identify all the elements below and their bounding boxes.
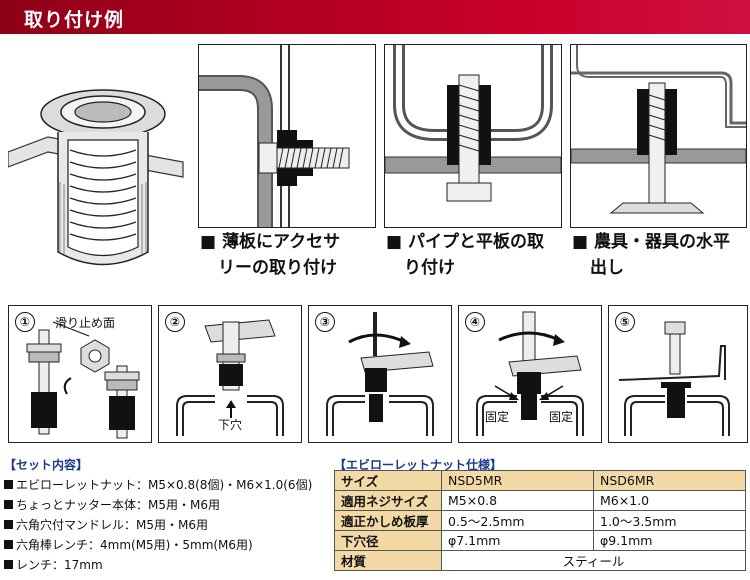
- thin-plate-diagram: [199, 45, 350, 227]
- example-caption-2-line2: り付け: [404, 258, 455, 278]
- example-panel-equipment: [570, 44, 747, 228]
- example-caption-3-line2: 出し: [590, 258, 624, 278]
- spec-table: サイズ NSD5MR NSD6MR 適用ネジサイズ M5×0.8 M6×1.0 …: [334, 470, 746, 571]
- set-item: 六角穴付マンドレル：M5用・M6用: [4, 516, 208, 533]
- set-item-text: 六角棒レンチ：4mm(M5用)・5mm(M6用): [16, 538, 253, 552]
- spec-value: NSD6MR: [593, 470, 746, 491]
- table-row: 適正かしめ板厚 0.5～2.5mm 1.0～3.5mm: [334, 510, 746, 531]
- spec-value: φ9.1mm: [593, 530, 746, 551]
- example-caption-1-line1: ■ 薄板にアクセサ: [200, 232, 341, 252]
- set-item: 六角棒レンチ：4mm(M5用)・5mm(M6用): [4, 536, 253, 553]
- step-5-diagram: [618, 321, 730, 436]
- set-item-text: レンチ：17mm: [16, 558, 103, 572]
- spec-title: 【エビローレットナット仕様】: [334, 458, 503, 472]
- spec-label: 適用ネジサイズ: [334, 490, 442, 511]
- spec-value: 1.0～3.5mm: [593, 510, 746, 531]
- spec-value: 0.5～2.5mm: [441, 510, 594, 531]
- step-4-label-right: 固定: [549, 410, 574, 424]
- spec-label: 適正かしめ板厚: [334, 510, 442, 531]
- section-title: 取り付け例: [24, 9, 125, 31]
- step-2-label: 下穴: [218, 418, 243, 432]
- step-4-diagram: [476, 311, 584, 436]
- step-4-panel: ④ 固定 固定: [458, 305, 602, 443]
- step-1-panel: ① 滑り止め面: [8, 305, 152, 443]
- rivet-nut-illustration: [8, 42, 190, 292]
- set-item: レンチ：17mm: [4, 556, 103, 573]
- example-caption-2: ■ パイプと平板の取 り付け: [386, 229, 544, 281]
- step-4-number: ④: [465, 312, 485, 332]
- example-panel-thin-plate: [198, 44, 376, 228]
- step-1-diagram: [26, 321, 140, 439]
- step-3-number: ③: [315, 312, 335, 332]
- table-row: 材質 スティール: [334, 550, 746, 571]
- section-header: 取り付け例: [0, 0, 750, 34]
- step-3-diagram: [326, 312, 434, 436]
- set-item-text: ちょっとナッター本体：M5用・M6用: [16, 498, 220, 512]
- step-2-panel: ② 下穴: [158, 305, 302, 443]
- step-2-diagram: [176, 319, 284, 436]
- spec-value: M5×0.8: [441, 490, 594, 511]
- pipe-plate-diagram: [385, 45, 561, 202]
- example-caption-2-line1: ■ パイプと平板の取: [386, 232, 544, 252]
- step-1-number: ①: [15, 312, 35, 332]
- spec-label: 下穴径: [334, 530, 442, 551]
- spec-value: NSD5MR: [441, 470, 594, 491]
- table-row: 下穴径 φ7.1mm φ9.1mm: [334, 530, 746, 551]
- example-caption-1: ■ 薄板にアクセサ リーの取り付け: [200, 229, 340, 281]
- spec-value: φ7.1mm: [441, 530, 594, 551]
- step-1-label: 滑り止め面: [55, 316, 116, 330]
- set-item-text: 六角穴付マンドレル：M5用・M6用: [16, 518, 208, 532]
- example-caption-3-line1: ■ 農具・器具の水平: [572, 232, 730, 252]
- set-item-text: エビローレットナット：M5×0.8(8個)・M6×1.0(6個): [16, 478, 313, 492]
- spec-label: 材質: [334, 550, 442, 571]
- step-4-label-left: 固定: [485, 410, 510, 424]
- set-item: ちょっとナッター本体：M5用・M6用: [4, 496, 220, 513]
- example-panel-pipe-plate: [384, 44, 562, 228]
- equipment-leveling-diagram: [571, 45, 746, 214]
- step-2-number: ②: [165, 312, 185, 332]
- step-5-panel: ⑤: [608, 305, 748, 443]
- spec-label: サイズ: [334, 470, 442, 491]
- example-caption-1-line2: リーの取り付け: [218, 258, 337, 278]
- step-3-panel: ③: [308, 305, 452, 443]
- table-row: サイズ NSD5MR NSD6MR: [334, 470, 746, 491]
- spec-value: M6×1.0: [593, 490, 746, 511]
- set-contents-title: 【セット内容】: [4, 458, 89, 472]
- set-item: エビローレットナット：M5×0.8(8個)・M6×1.0(6個): [4, 476, 312, 493]
- spec-value: スティール: [441, 550, 746, 571]
- step-5-number: ⑤: [615, 312, 635, 332]
- example-caption-3: ■ 農具・器具の水平 出し: [572, 229, 730, 281]
- table-row: 適用ネジサイズ M5×0.8 M6×1.0: [334, 490, 746, 511]
